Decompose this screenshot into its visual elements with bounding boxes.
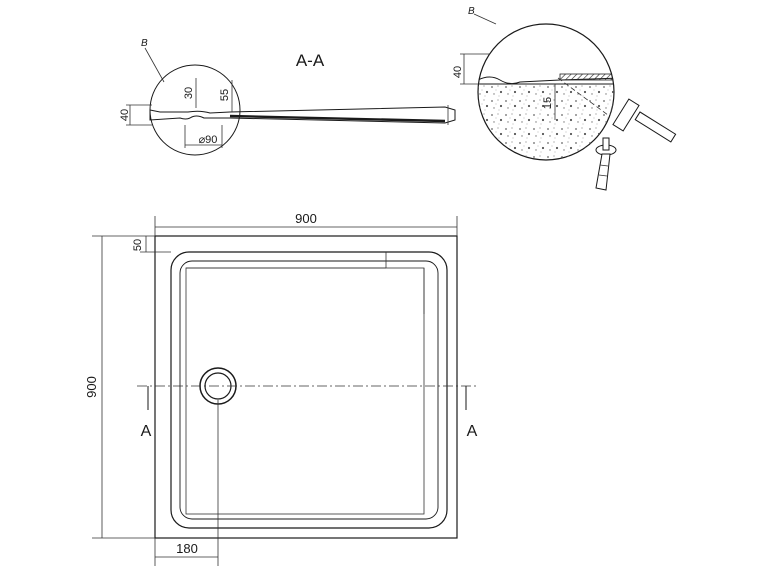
basin-inner [179,260,439,520]
section-view: B 40 30 55 ⌀90 A-A [119,38,456,156]
detail-dim-15-label: 15 [542,97,554,109]
section-label-left: A [141,423,152,440]
basin-floor [185,267,425,515]
anchor-plug-icon [595,137,617,191]
dim-height-label: 40 [119,109,131,121]
detail-ref-label: B [141,38,148,49]
detail-circle [149,64,241,156]
plan-view: A A 900 900 50 180 [84,211,478,566]
dim-30-label: 30 [183,87,195,99]
tray-edge-profile [478,76,614,85]
section-label-right: A [467,423,478,440]
tray-base-layer [229,114,446,123]
detail-dim-40-label: 40 [452,66,464,78]
detail-leader [144,47,165,83]
anchor-axis [557,77,613,119]
drain-offset-label: 180 [176,541,198,556]
width-label: 900 [295,211,317,226]
detail-b-leader [473,13,497,25]
height-label: 900 [84,376,99,398]
dim-55-label: 55 [219,89,231,101]
section-title: A-A [296,51,325,70]
detail-b-ref: B [468,6,475,17]
tray-layer-hatch [559,73,614,81]
basin-outer [170,251,448,529]
rim-label: 50 [132,239,144,251]
hammer-icon [612,98,677,143]
tray-outline [154,235,458,539]
tray-profile [149,106,456,124]
drain-dim-label: ⌀90 [199,134,218,146]
detail-view: B 40 15 [452,6,677,191]
